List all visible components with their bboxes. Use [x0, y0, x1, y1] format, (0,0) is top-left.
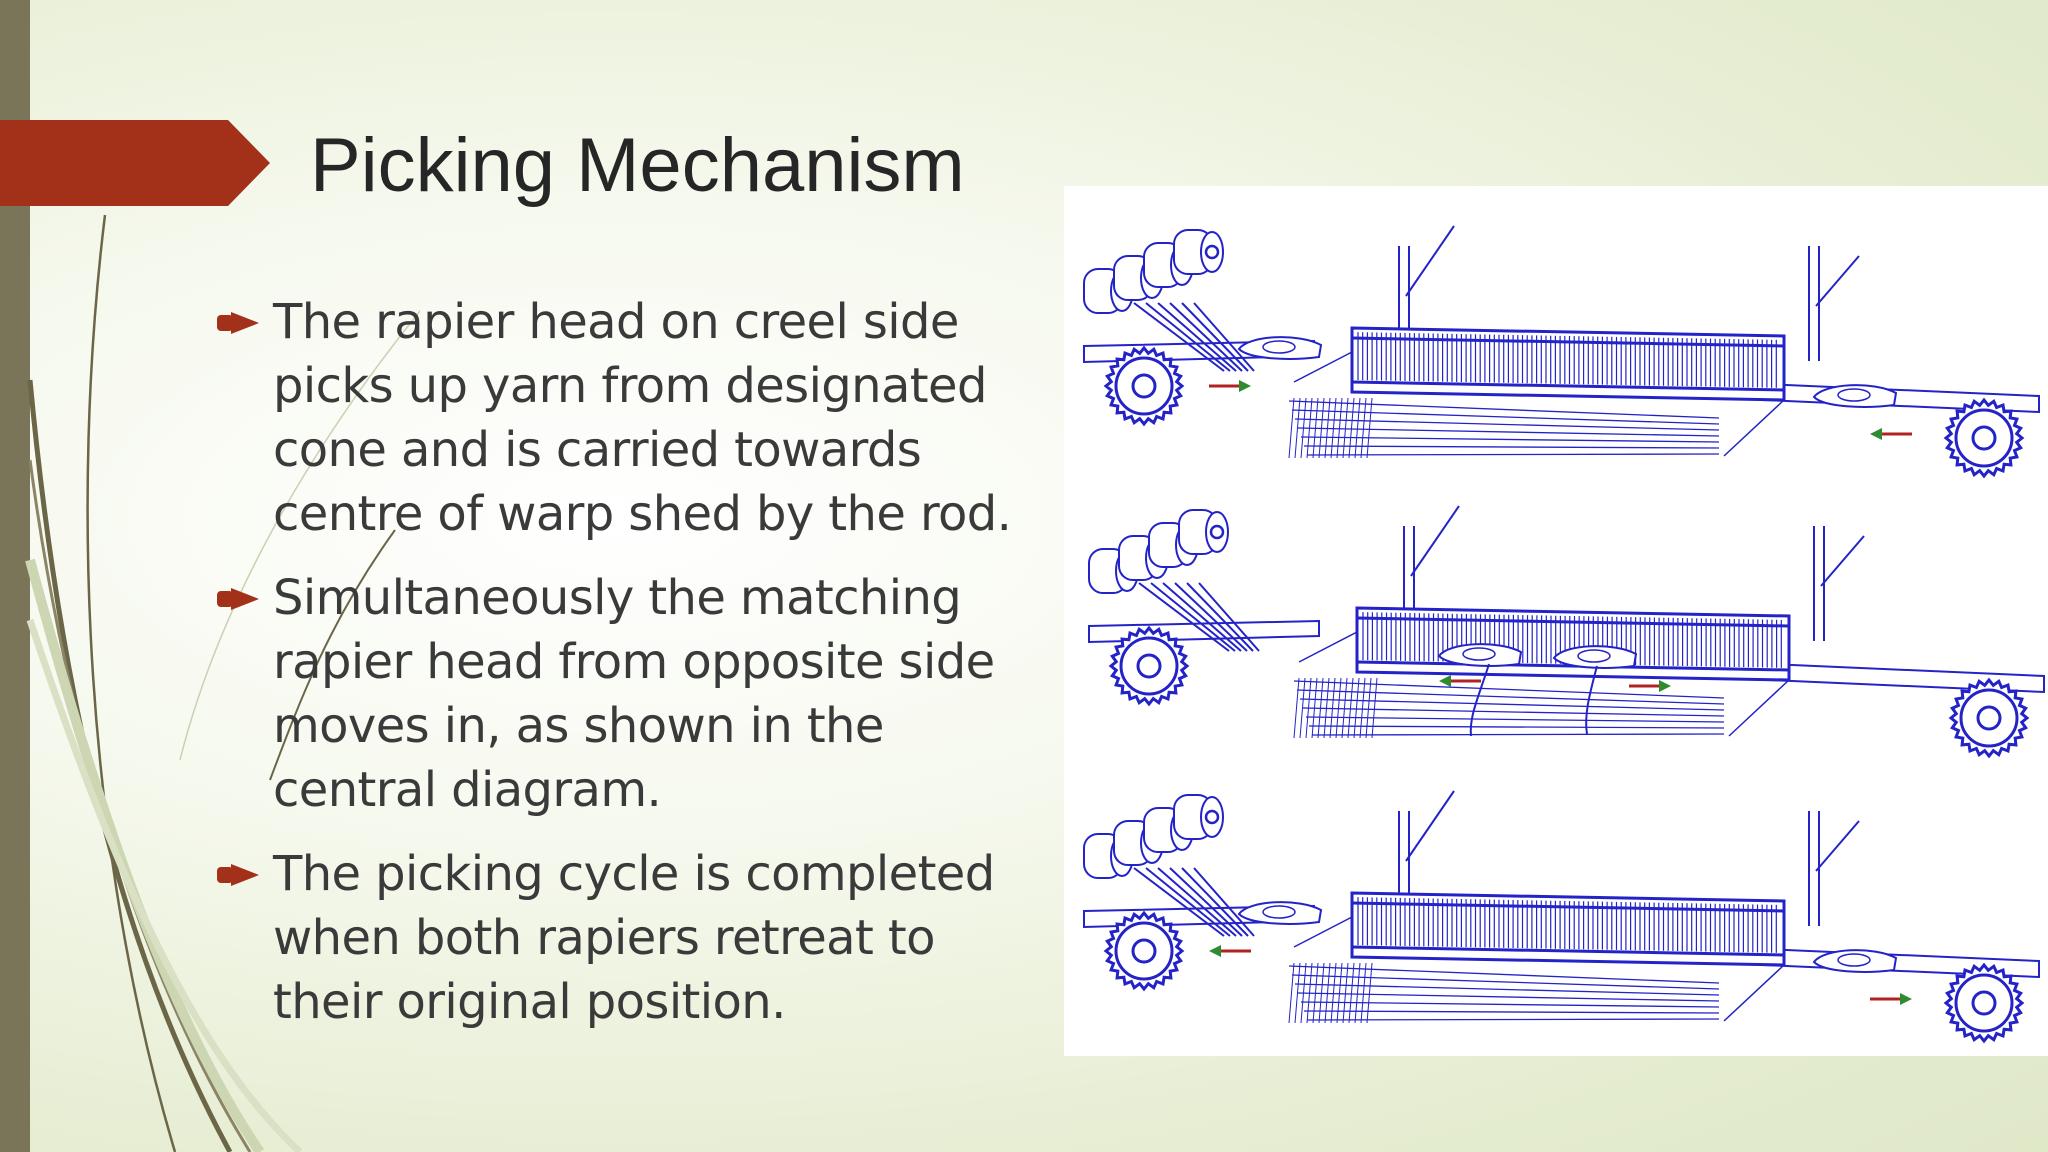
- warp-sheet: [1288, 916, 1785, 1024]
- gear-wheel-icon: [1943, 962, 2025, 1044]
- rapier-head-right: [1812, 384, 1898, 408]
- rapier-head-left: [1237, 336, 1323, 360]
- rapier-head-left: [1437, 643, 1523, 667]
- bullet-text: The rapier head on creel side picks up y…: [273, 294, 1012, 542]
- decorative-swooshes: [25, 214, 420, 1152]
- reed-frame: [1350, 326, 1786, 402]
- arrow-left-icon: [1439, 675, 1481, 687]
- rapier-head-left: [1237, 901, 1323, 925]
- gear-wheel-icon: [1103, 345, 1185, 427]
- arrow-bullet-icon: [217, 864, 259, 886]
- gear-wheel-icon: [1108, 625, 1190, 707]
- gear-wheel-icon: [1943, 397, 2025, 479]
- bullet-item: The rapier head on creel side picks up y…: [215, 290, 1035, 546]
- loom-diagram-figure: [1083, 225, 2045, 1044]
- reed-frame: [1350, 891, 1786, 967]
- yarn-cones-icon: [1083, 794, 1255, 937]
- rapier-loom-diagram: [1064, 186, 2048, 1056]
- yarn-cones-icon: [1088, 509, 1260, 652]
- arrow-bullet-icon: [217, 312, 259, 334]
- warp-sheet: [1288, 351, 1785, 459]
- arrow-right-icon: [1209, 380, 1251, 392]
- arrow-bullet-icon: [217, 588, 259, 610]
- loom-stage-2: [1088, 505, 2045, 759]
- reed-frame: [1355, 606, 1791, 682]
- arrow-left-icon: [1209, 945, 1251, 957]
- bullet-item: Simultaneously the matching rapier head …: [215, 566, 1035, 822]
- gear-wheel-icon: [1948, 677, 2030, 759]
- arrow-right-icon: [1870, 993, 1912, 1005]
- loom-stage-1: [1083, 225, 2040, 479]
- loom-stage-3: [1083, 790, 2040, 1044]
- bullet-list: The rapier head on creel side picks up y…: [215, 290, 1035, 1054]
- warp-sheet: [1293, 631, 1790, 739]
- gear-wheel-icon: [1103, 910, 1185, 992]
- arrow-right-icon: [1629, 680, 1671, 692]
- rapier-head-right: [1812, 949, 1898, 973]
- slide-title: Picking Mechanism: [310, 123, 965, 208]
- arrow-left-icon: [1870, 428, 1912, 440]
- rapier-head-right: [1552, 645, 1638, 669]
- bullet-text: Simultaneously the matching rapier head …: [273, 570, 995, 818]
- bullet-item: The picking cycle is completed when both…: [215, 842, 1035, 1034]
- bullet-text: The picking cycle is completed when both…: [273, 846, 995, 1030]
- chevron-banner-icon: [0, 120, 270, 206]
- yarn-cones-icon: [1083, 229, 1255, 372]
